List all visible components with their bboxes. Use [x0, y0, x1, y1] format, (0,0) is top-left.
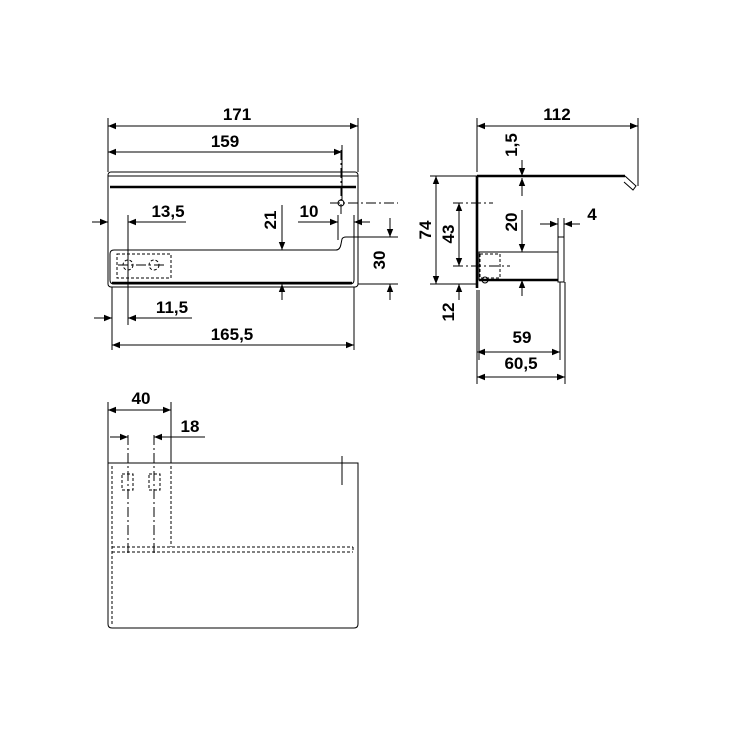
dim-159: 159 [211, 132, 239, 151]
dim-43: 43 [439, 225, 458, 244]
dim-60-5: 60,5 [504, 354, 537, 373]
dim-13-5: 13,5 [151, 202, 184, 221]
front-view: 171 159 13,5 11,5 165,5 21 10 30 [92, 105, 398, 350]
dim-165-5: 165,5 [211, 325, 254, 344]
dim-112: 112 [543, 105, 570, 124]
dim-10: 10 [300, 202, 319, 221]
dim-12: 12 [439, 303, 458, 322]
dim-74: 74 [416, 220, 435, 239]
dim-40: 40 [132, 389, 151, 408]
dim-21: 21 [261, 211, 280, 230]
dim-1-5: 1,5 [502, 133, 521, 157]
side-view: 112 1,5 74 43 12 20 4 59 60,5 [416, 105, 639, 384]
dim-11-5: 11,5 [156, 298, 188, 317]
dim-171: 171 [223, 105, 251, 124]
dim-4: 4 [587, 205, 597, 224]
dim-18: 18 [181, 417, 200, 436]
dim-30: 30 [370, 251, 389, 270]
dim-59: 59 [513, 328, 532, 347]
dim-20: 20 [502, 213, 521, 232]
top-view: 40 18 [107, 389, 359, 629]
